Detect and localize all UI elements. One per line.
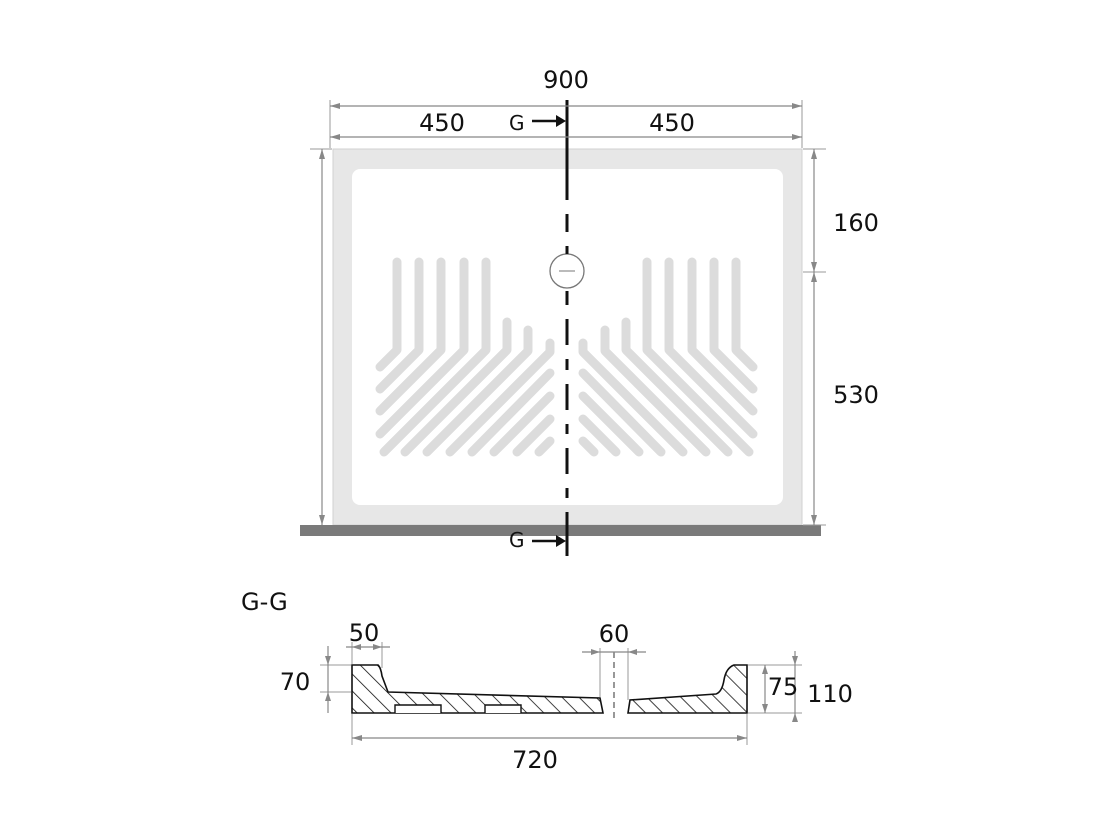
section-left-piece (351, 664, 604, 714)
dim-rim-width: 50 (349, 619, 380, 647)
dimension-right-depth: 160 530 (803, 148, 879, 526)
section-marker-top: G (509, 111, 566, 135)
drain-icon (549, 253, 585, 289)
dim-inner-length: 720 (512, 746, 558, 774)
dim-lower-depth: 530 (833, 381, 879, 409)
arrow-right-icon (556, 535, 566, 547)
section-marker-bottom-label: G (509, 528, 525, 552)
dim-drain-width: 60 (599, 620, 630, 648)
section-marker-bottom: G (509, 528, 566, 552)
dimension-top-width: 900 450 450 (329, 66, 803, 148)
grooves-left (375, 257, 555, 457)
section-title: G-G (241, 588, 288, 616)
dim-left-half: 450 (419, 109, 465, 137)
dimension-drain-width: 60 (582, 620, 646, 700)
dim-total-width: 900 (543, 66, 589, 94)
dimension-right-heights: 75 110 (748, 651, 853, 722)
section-view: G-G 50 60 (241, 588, 853, 774)
arrow-right-icon (556, 115, 566, 127)
plan-view: G G 900 450 450 (300, 66, 879, 556)
dimension-rim-width: 50 (346, 619, 390, 668)
dim-left-height: 70 (280, 668, 311, 696)
dim-upper-depth: 160 (833, 209, 879, 237)
floor-bar (300, 525, 821, 536)
section-underside-steps (394, 704, 522, 713)
dim-right-total-height: 110 (807, 680, 853, 708)
section-marker-top-label: G (509, 111, 525, 135)
dimension-left-depth (310, 148, 332, 525)
dim-right-half: 450 (649, 109, 695, 137)
section-right-piece (627, 664, 748, 714)
grooves-right (578, 257, 758, 457)
dim-right-inner-height: 75 (768, 673, 799, 701)
dimension-left-height: 70 (280, 646, 351, 713)
dimension-inner-length: 720 (351, 714, 748, 774)
